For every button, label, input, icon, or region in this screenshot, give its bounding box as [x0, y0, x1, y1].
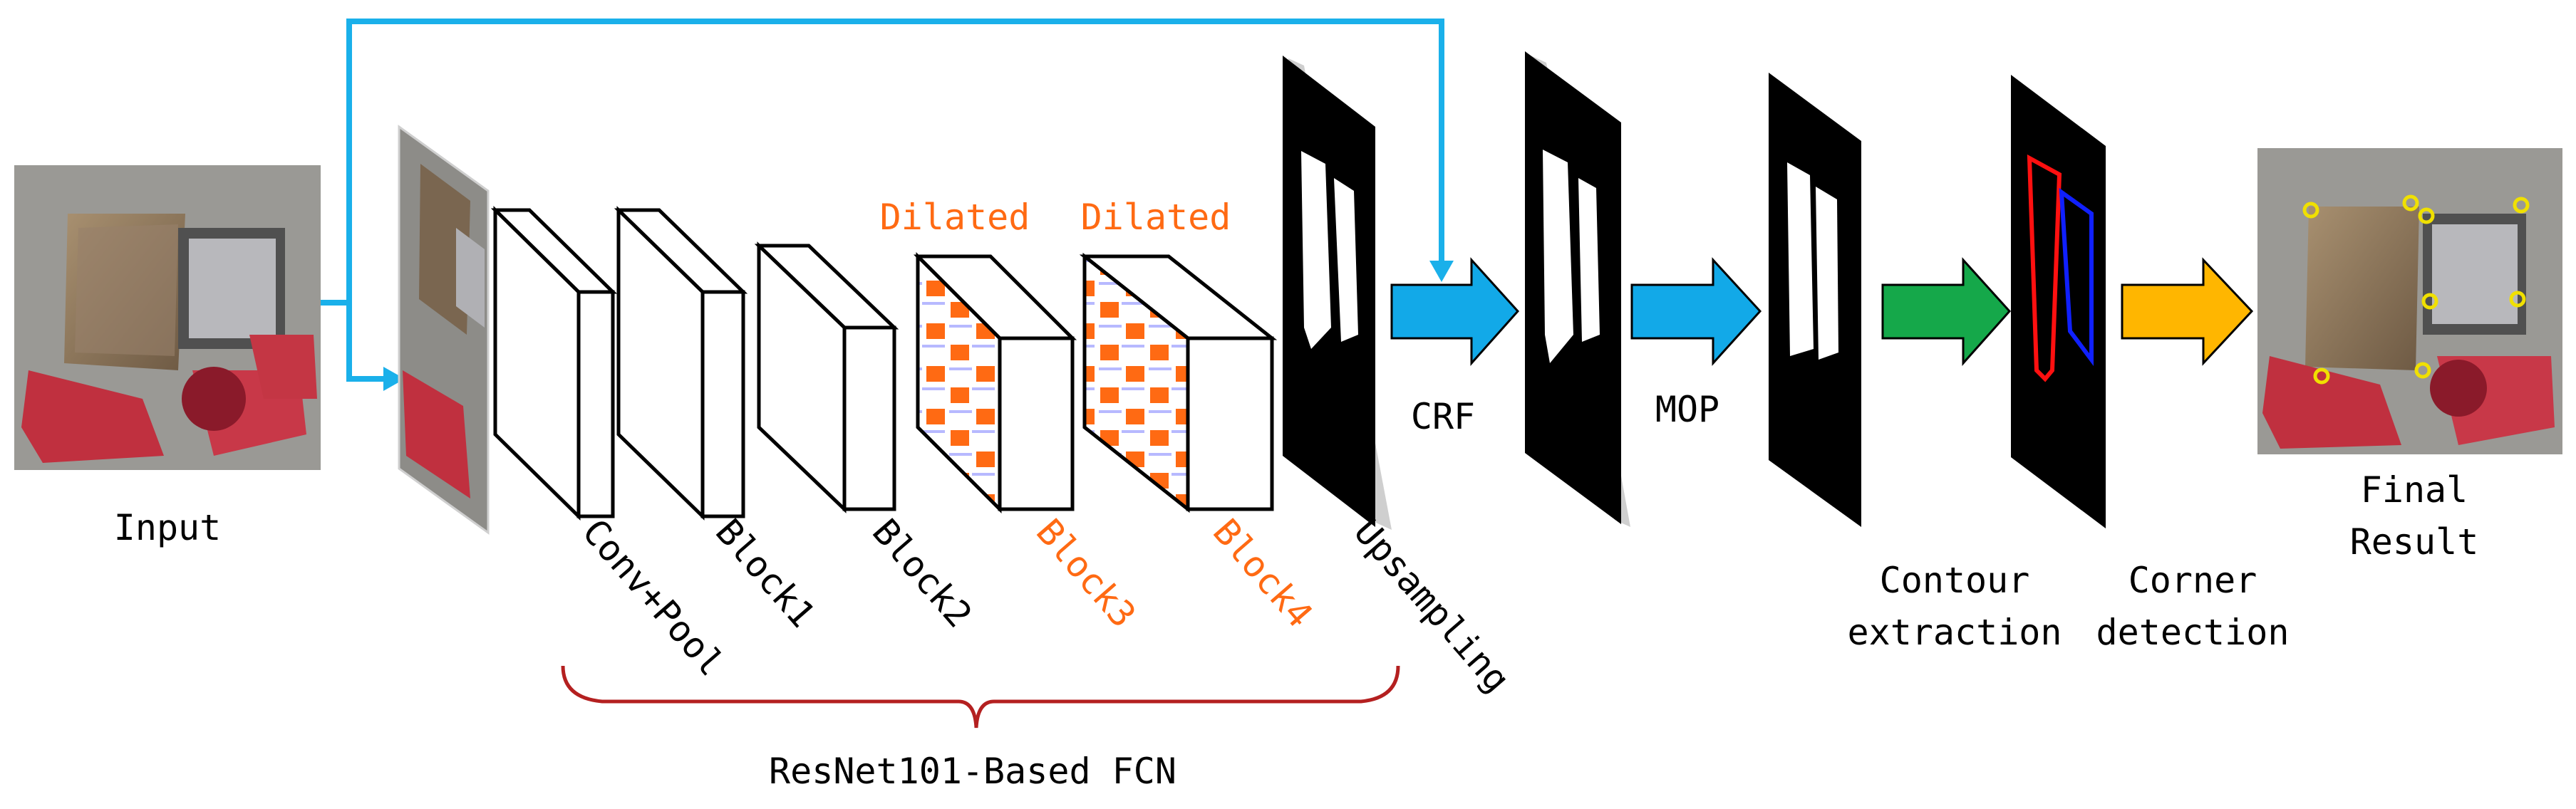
block-label-block2: Block2: [864, 511, 980, 635]
corner-label-line1: Corner: [2128, 560, 2257, 601]
contour-label-line2: extraction: [1847, 612, 2062, 653]
contour-image: [2011, 75, 2106, 528]
block-2: [754, 241, 899, 513]
crf-mask: [1525, 51, 1630, 527]
block-1: [614, 206, 748, 521]
block-4: [1079, 252, 1278, 513]
mop-label: MOP: [1655, 389, 1719, 430]
skip-connection-arrow: [321, 19, 1454, 391]
block-labels: Conv+Pool Block1 Block2 Block3 Block4 Up…: [574, 511, 1518, 700]
final-label-line1: Final: [2361, 469, 2468, 511]
block-3: [913, 251, 1077, 514]
mop-mask: [1769, 73, 1861, 527]
block-label-block1: Block1: [708, 511, 823, 635]
corner-detection-arrow: [2121, 257, 2254, 366]
input-plane: [398, 125, 490, 535]
contour-label-line1: Contour: [1880, 560, 2030, 601]
corner-markers: [2302, 194, 2530, 385]
dilated-label-1: Dilated: [880, 197, 1030, 238]
block-label-upsampling: Upsampling: [1346, 511, 1518, 700]
fcn-label: ResNet101-Based FCN: [769, 751, 1176, 792]
fcn-brace: [561, 665, 1400, 729]
crf-label: CRF: [1411, 396, 1475, 437]
mop-arrow: [1630, 257, 1762, 366]
input-label: Input: [114, 507, 222, 548]
upsampling-mask: [1283, 56, 1392, 530]
block-label-block3: Block3: [1028, 511, 1144, 635]
block-conv-pool: [490, 206, 618, 521]
corner-label-line2: detection: [2096, 612, 2290, 653]
final-label-line2: Result: [2350, 521, 2479, 563]
block-label-block4: Block4: [1205, 511, 1320, 635]
dilated-label-2: Dilated: [1081, 197, 1231, 238]
input-image: [14, 165, 321, 470]
contour-extraction-arrow: [1881, 257, 2012, 366]
crf-arrow: [1390, 257, 1520, 366]
final-result-image: [2257, 148, 2562, 454]
